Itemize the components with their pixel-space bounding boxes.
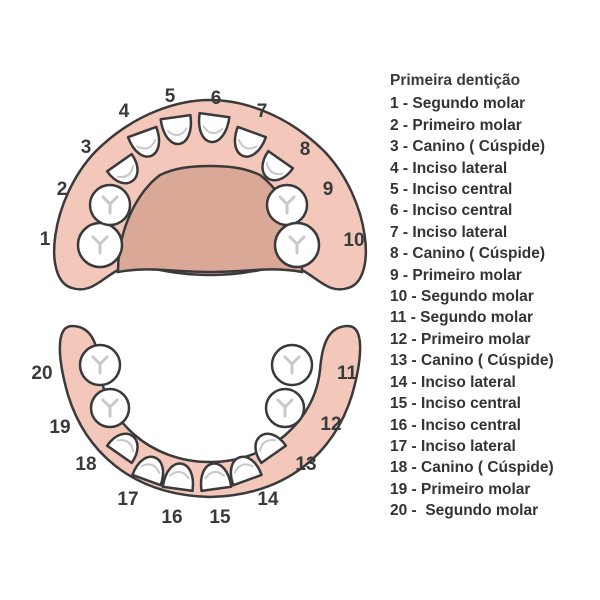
tooth-15: [199, 462, 233, 493]
tooth-5: [159, 113, 193, 146]
tooth-number-label: 16: [161, 507, 182, 528]
legend-item: 3 - Canino ( Cúspide): [390, 138, 545, 156]
tooth-number-label: 12: [320, 414, 341, 435]
legend-item: 9 - Primeiro molar: [390, 266, 522, 284]
tooth-10: [273, 221, 321, 269]
tooth-13: [254, 432, 288, 465]
tooth-12: [264, 387, 306, 429]
legend-item: 7 - Inciso lateral: [390, 223, 508, 241]
tooth-number-label: 20: [31, 363, 52, 384]
tooth-number-label: 10: [343, 230, 364, 251]
tooth-number-label: 7: [257, 101, 268, 122]
legend-item: 16 - Inciso central: [390, 416, 521, 434]
tooth-number-label: 11: [337, 363, 358, 384]
tooth-18: [105, 432, 139, 465]
tooth-16: [161, 462, 195, 493]
tooth-14: [229, 455, 263, 487]
legend-item: 1 - Segundo molar: [390, 95, 526, 113]
tooth-17: [131, 455, 165, 487]
legend-item: 17 - Inciso lateral: [390, 437, 516, 455]
tooth-number-label: 19: [49, 417, 70, 438]
legend-item: 13 - Canino ( Cúspide): [390, 352, 554, 370]
tooth-number-label: 9: [323, 179, 334, 200]
legend-item: 19 - Primeiro molar: [390, 480, 531, 498]
tooth-number-label: 13: [295, 454, 316, 475]
legend-item: 11 - Segundo molar: [390, 309, 533, 327]
tooth-number-label: 6: [211, 88, 222, 109]
tooth-9: [265, 183, 309, 227]
legend-item: 14 - Inciso lateral: [390, 373, 516, 391]
tooth-number-label: 8: [300, 139, 311, 160]
tooth-2: [88, 183, 132, 227]
tooth-number-label: 2: [57, 179, 68, 200]
tooth-20: [78, 343, 122, 387]
legend-item: 5 - Inciso central: [390, 181, 513, 199]
legend-title: Primeira dentição: [390, 72, 521, 89]
tooth-11: [270, 343, 314, 387]
tooth-6: [197, 111, 231, 144]
lower-arch: [58, 324, 362, 499]
tooth-number-label: 1: [40, 229, 51, 250]
legend-item: 2 - Primeiro molar: [390, 116, 522, 134]
tooth-19: [89, 387, 131, 429]
legend-item: 15 - Inciso central: [390, 395, 521, 413]
tooth-4: [126, 125, 161, 158]
tooth-number-label: 17: [117, 489, 138, 510]
legend-item: 8 - Canino ( Cúspide): [390, 245, 545, 263]
legend-item: 18 - Canino ( Cúspide): [390, 459, 554, 477]
tooth-number-label: 4: [119, 101, 130, 122]
legend-item: 20 - Segundo molar: [390, 502, 539, 520]
tooth-number-label: 18: [75, 454, 96, 475]
tooth-number-label: 3: [81, 137, 92, 158]
legend-list: 1 - Segundo molar 2 - Primeiro molar 3 - C…: [390, 93, 554, 521]
legend-item: 6 - Inciso central: [390, 202, 513, 220]
tooth-3: [105, 152, 139, 185]
tooth-8: [261, 149, 295, 182]
tooth-number-label: 14: [257, 489, 279, 510]
upper-arch: [53, 98, 367, 291]
tooth-number-label: 15: [209, 507, 231, 528]
upper-palate: [116, 164, 304, 274]
tooth-number-label: 5: [165, 86, 176, 107]
legend-item: 12 - Primeiro molar: [390, 330, 531, 348]
legend: Primeira dentição 1 - Segundo molar 2 - P…: [390, 70, 554, 522]
tooth-1: [76, 221, 124, 269]
legend-item: 4 - Inciso lateral: [390, 159, 508, 177]
legend-item: 10 - Segundo molar: [390, 288, 534, 306]
tooth-7: [233, 125, 268, 158]
